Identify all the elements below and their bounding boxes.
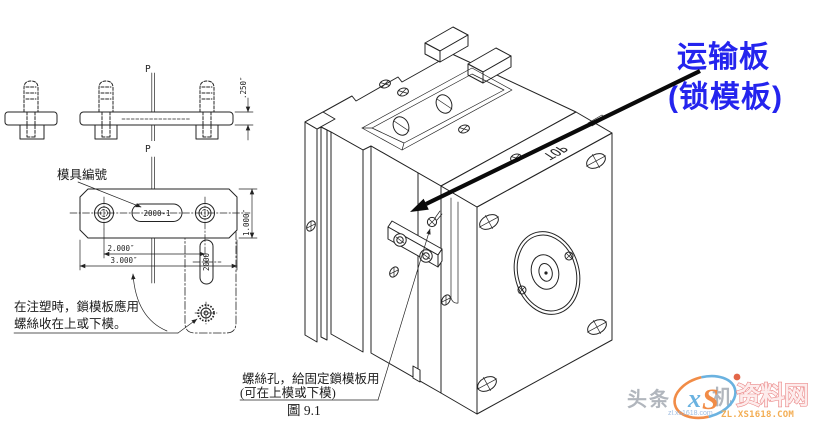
watermark-url: ZL.XS1618.COM	[721, 410, 794, 420]
screw-section-right	[199, 80, 215, 138]
loose-screw	[426, 210, 443, 228]
lock-plate-top-view: P 2000-1 2000	[57, 141, 258, 334]
watermark-url-small: zl.xs1618.com	[668, 410, 713, 417]
iso-mold-view: TOP	[304, 26, 613, 415]
mold-number-slot: 2000-1	[131, 203, 183, 222]
svg-text:(可在上模或下模): (可在上模或下模)	[240, 386, 336, 400]
svg-text:x: x	[687, 384, 701, 413]
lock-plate	[387, 220, 443, 268]
svg-text:2000: 2000	[202, 252, 211, 271]
dim-height: 1.000″	[238, 188, 258, 239]
svg-text:.250″: .250″	[239, 76, 248, 99]
svg-text:S: S	[702, 383, 719, 416]
svg-text:模具編號: 模具編號	[57, 167, 108, 182]
lock-plate-screw	[393, 233, 407, 247]
transport-plate-callout: 运输板 (锁模板)	[410, 41, 783, 212]
clamp-plate-face	[304, 121, 318, 343]
dim-hole-span: 2.000″	[103, 228, 206, 259]
screw-section-mid	[98, 80, 114, 138]
core-plate-face	[370, 145, 442, 394]
bottom-tab	[412, 365, 421, 383]
spacer-plate-face	[320, 126, 328, 341]
callout-line1: 运输板	[677, 41, 770, 74]
dim-width: 3.000″	[79, 239, 238, 271]
callout-line2: (锁模板)	[668, 81, 783, 114]
callout-arrow	[410, 69, 701, 212]
ring-screw	[564, 251, 574, 261]
ejector-housing-face	[330, 131, 364, 353]
watermark-left-text: 头条	[627, 387, 671, 411]
watermark-mid-text: 机	[712, 385, 734, 409]
injection-note: 在注塑時，鎖模板應用 螺絲收在上或下模。	[13, 273, 198, 334]
lifting-slots	[392, 94, 453, 136]
locating-ring	[513, 231, 581, 315]
screw-hole-note: 螺絲孔，給固定鎖模板用 (可在上模或下模)	[239, 228, 431, 401]
lock-screw-symbol	[194, 301, 218, 325]
clamp-slot-holes	[476, 153, 608, 392]
watermark-logo: x S	[673, 373, 741, 420]
svg-text:2.000″: 2.000″	[107, 244, 134, 253]
ring-screw	[517, 285, 527, 295]
vertical-slot: 2000	[192, 239, 222, 285]
top-frame-lines	[361, 67, 513, 151]
screw-hole-left	[94, 203, 114, 223]
section-mark-top: P	[145, 64, 151, 75]
mold-number-label: 模具編號	[57, 167, 142, 208]
svg-text:螺絲收在上或下模。: 螺絲收在上或下模。	[14, 316, 127, 331]
logo-dot	[733, 373, 741, 381]
screw-section-left	[23, 80, 39, 138]
svg-text:螺絲孔，給固定鎖模板用: 螺絲孔，給固定鎖模板用	[242, 371, 380, 386]
top-clamp-blocks	[424, 26, 512, 84]
lock-plate-side-view: P .250″	[4, 64, 254, 144]
svg-text:3.000″: 3.000″	[110, 256, 137, 265]
dim-thickness: .250″	[234, 76, 254, 141]
figure-caption: 圖 9.1	[287, 403, 321, 418]
watermark: 头条 机 x S 资料网 ZL.XS1618.COM zl.xs1618.com	[627, 373, 810, 420]
screw-hole-right	[195, 203, 215, 223]
back-plate-sliver	[304, 111, 336, 130]
watermark-site-name: 资料网	[736, 382, 808, 410]
svg-text:在注塑時，鎖模板應用: 在注塑時，鎖模板應用	[14, 299, 139, 314]
svg-text:2000-1: 2000-1	[143, 209, 170, 218]
section-mark-bottom: P	[145, 144, 151, 155]
svg-text:1.000″: 1.000″	[242, 209, 251, 236]
curved-arrow	[131, 273, 168, 332]
